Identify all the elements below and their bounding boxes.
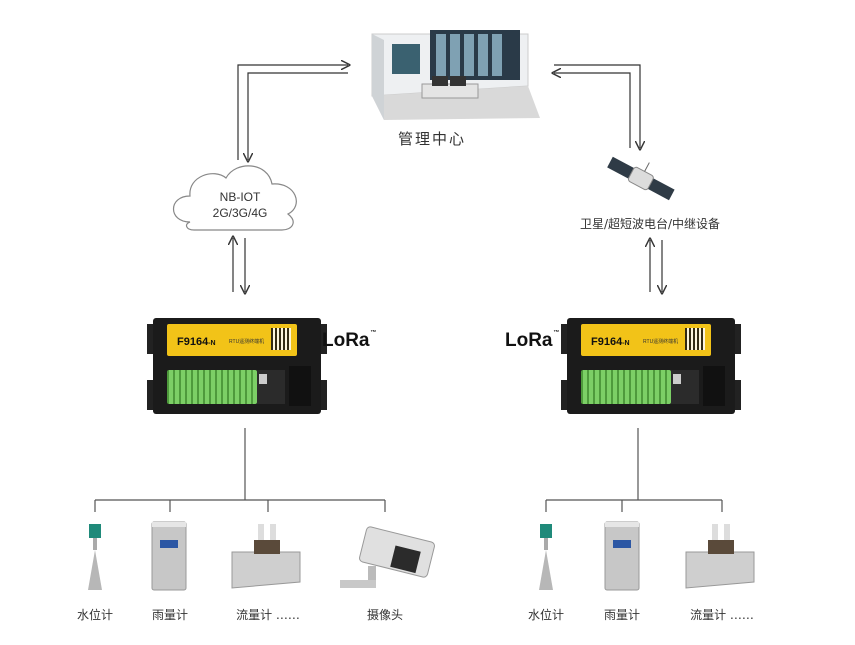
rtu-nameplate: F9164-N RTU遥测终端机	[167, 324, 297, 356]
qr-code-icon	[271, 328, 291, 350]
terminal-block-right	[581, 370, 671, 404]
satellite-icon	[607, 156, 675, 201]
sensor-label-water-level-right: 水位计	[527, 608, 564, 622]
sensor-label-rain-gauge: 雨量计	[151, 608, 188, 622]
right-downlink-arrow	[554, 64, 640, 148]
rain-gauge-icon	[151, 521, 187, 591]
sensor-label-rain-gauge-right: 雨量计	[603, 608, 640, 622]
sensor-label-flow-meter: 流量计 ……	[236, 608, 300, 622]
left-downlink-arrow	[248, 72, 348, 160]
management-center-label: 管理中心	[397, 130, 466, 148]
terminal-block	[167, 370, 257, 404]
lora-logo-right: LoRa™	[505, 330, 560, 351]
left-sensor-bus	[94, 428, 386, 512]
rtu-model-right: F9164-N	[591, 336, 630, 348]
network-label-line2: 2G/3G/4G	[212, 206, 268, 220]
sensor-label-water-level: 水位计	[76, 608, 113, 622]
network-label-line1: NB-IOT	[219, 190, 261, 204]
rtu-device-right: F9164-N RTU遥测终端机	[561, 318, 741, 414]
flow-meter-icon-right	[685, 524, 755, 589]
water-level-meter-icon-right	[539, 524, 553, 590]
rtu-subtitle-right: RTU遥测终端机	[643, 339, 679, 345]
control-room-icon	[371, 30, 540, 120]
relay-label: 卫星/超短波电台/中继设备	[579, 217, 721, 231]
usb-port-icon	[259, 374, 267, 384]
rain-gauge-icon-right	[604, 521, 640, 591]
right-uplink-arrow	[554, 73, 631, 148]
sensor-label-camera: 摄像头	[366, 608, 403, 622]
flow-meter-icon	[231, 524, 301, 589]
antenna-port	[289, 366, 311, 406]
rtu-nameplate-right: F9164-N RTU遥测终端机	[581, 324, 711, 356]
rtu-model: F9164-N	[177, 336, 216, 348]
antenna-port-right	[703, 366, 725, 406]
right-sensor-bus	[545, 428, 723, 512]
cloud-icon	[173, 165, 297, 231]
qr-code-icon	[685, 328, 705, 350]
usb-port-icon	[673, 374, 681, 384]
sensor-label-flow-meter-right: 流量计 ……	[690, 608, 754, 622]
lora-logo-left: LoRa™	[322, 330, 377, 351]
camera-icon	[340, 526, 435, 588]
rtu-subtitle: RTU遥测终端机	[229, 339, 265, 345]
rtu-device-left: F9164-N RTU遥测终端机	[147, 318, 327, 414]
water-level-meter-icon	[88, 524, 102, 590]
left-uplink-arrow	[237, 65, 348, 160]
